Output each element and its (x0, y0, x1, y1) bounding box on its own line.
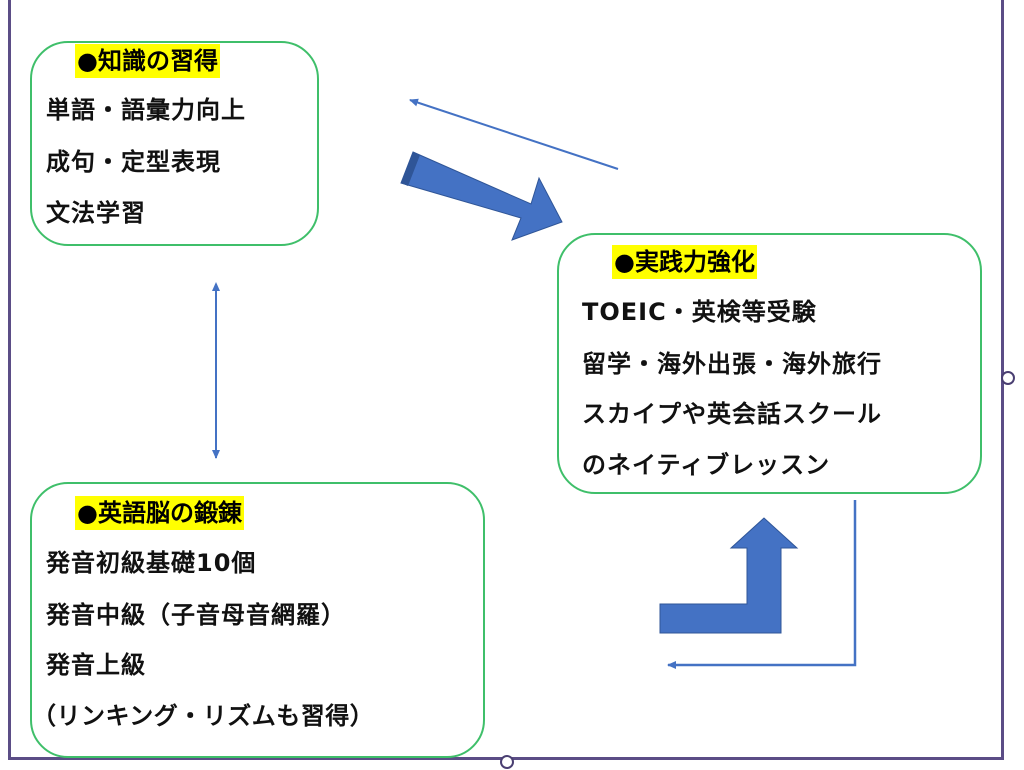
resize-handle-bottom[interactable] (500, 755, 514, 769)
english-brain-item: （リンキング・リズムも習得） (32, 702, 375, 730)
english-brain-item: 発音上級 (46, 651, 146, 679)
practice-item: スカイプや英会話スクール (582, 400, 882, 428)
practice-item: TOEIC・英検等受験 (582, 298, 817, 326)
english-brain-item: 発音中級（子音母音網羅） (46, 601, 346, 629)
practice-item: のネイティブレッスン (582, 451, 831, 479)
practice-header: ●実践力強化 (612, 245, 757, 279)
english-brain-header: ●英語脳の鍛錬 (75, 496, 244, 530)
knowledge-header: ●知識の習得 (75, 44, 220, 78)
knowledge-item: 文法学習 (46, 199, 146, 227)
knowledge-item: 成句・定型表現 (46, 148, 221, 176)
elbow-arrow-practice-to-english-brain (667, 500, 857, 669)
resize-handle-right[interactable] (1001, 371, 1015, 385)
english-brain-item: 発音初級基礎10個 (46, 549, 257, 577)
block-arrow-knowledge-to-practice (400, 151, 563, 241)
bent-block-arrow-english-brain-to-practice (659, 517, 799, 634)
thin-arrow-practice-to-knowledge (409, 98, 619, 170)
knowledge-item: 単語・語彙力向上 (46, 96, 246, 124)
practice-item: 留学・海外出張・海外旅行 (582, 350, 882, 378)
